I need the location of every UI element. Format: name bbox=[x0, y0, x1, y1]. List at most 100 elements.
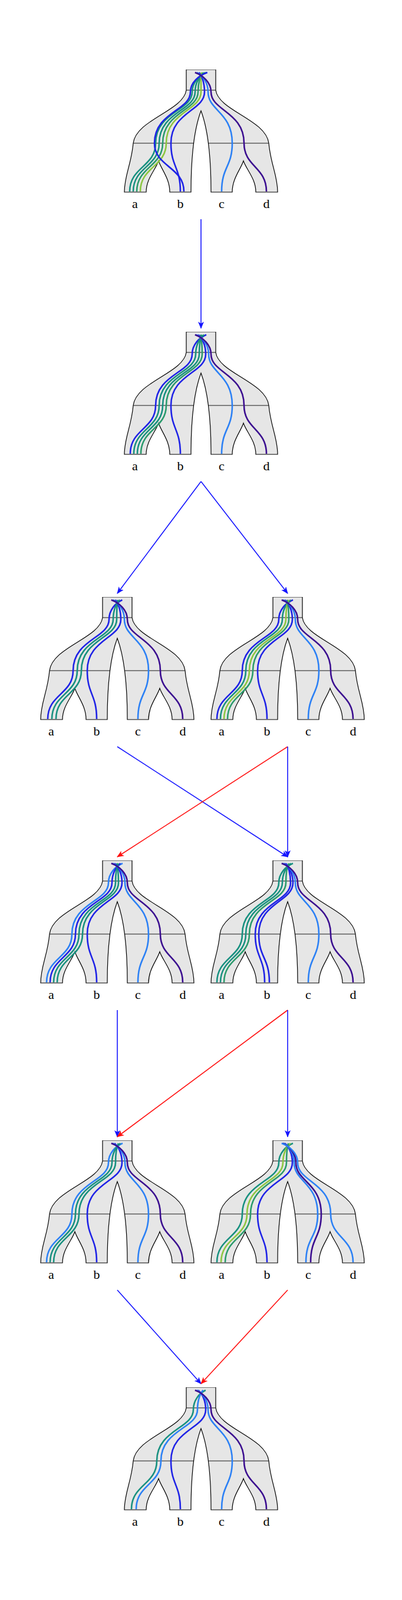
leaf-label: a bbox=[48, 987, 55, 1003]
leaf-label: d bbox=[179, 987, 187, 1003]
tree-body bbox=[40, 860, 194, 984]
leaf-label: c bbox=[134, 987, 141, 1003]
leaf-label: d bbox=[263, 196, 270, 212]
species-tree: abcd bbox=[37, 860, 197, 1008]
leaf-label: a bbox=[218, 1267, 225, 1283]
tree-body bbox=[211, 1140, 365, 1264]
gene-lineage bbox=[223, 600, 289, 720]
gene-lineage bbox=[50, 1143, 121, 1263]
gene-lineage bbox=[195, 72, 267, 192]
gene-lineage bbox=[131, 1390, 206, 1510]
gene-lineage bbox=[257, 1143, 293, 1263]
gene-lineage bbox=[133, 72, 205, 192]
gene-lineage bbox=[220, 600, 291, 720]
leaf-label: c bbox=[218, 1514, 225, 1530]
gene-lineage bbox=[282, 600, 319, 720]
gene-lineage bbox=[133, 334, 204, 454]
gene-lineage bbox=[281, 600, 354, 720]
gene-lineage bbox=[137, 334, 203, 454]
tree-body bbox=[40, 1140, 194, 1264]
species-tree: a b c d bbox=[37, 1140, 197, 1288]
gene-lineage bbox=[195, 1390, 267, 1510]
divergence-line bbox=[133, 90, 269, 144]
tree-body bbox=[40, 597, 194, 720]
transition-arrow bbox=[287, 1010, 289, 1138]
leaf-label: d bbox=[350, 1267, 357, 1283]
gene-lineage bbox=[111, 863, 183, 983]
gene-lineage bbox=[112, 1143, 149, 1263]
tree-outline bbox=[37, 860, 197, 1008]
gene-lineage bbox=[170, 334, 206, 454]
leaf-label: a bbox=[132, 196, 138, 212]
gene-lineage bbox=[53, 1143, 119, 1263]
divergence-line bbox=[133, 1408, 269, 1462]
species-tree: abcd bbox=[121, 1387, 281, 1535]
gene-lineage bbox=[129, 72, 207, 192]
gene-lineage bbox=[225, 1143, 289, 1263]
gene-lineage bbox=[113, 600, 149, 720]
gene-lineage bbox=[50, 863, 121, 983]
leaf-label: b bbox=[264, 987, 271, 1003]
transition-arrow bbox=[117, 481, 201, 594]
gene-lineage bbox=[258, 863, 293, 983]
leaf-label: b bbox=[177, 196, 184, 212]
gene-lineage bbox=[196, 334, 233, 454]
species-tree: a b c d bbox=[208, 1140, 368, 1288]
gene-lineage bbox=[195, 334, 267, 454]
gene-lineage bbox=[46, 863, 123, 983]
tree-outline bbox=[121, 1387, 281, 1535]
transition-arrow bbox=[117, 746, 288, 858]
species-tree: abcd bbox=[121, 331, 281, 480]
leaf-label: d bbox=[179, 1267, 187, 1283]
leaf-label: b bbox=[93, 1267, 101, 1283]
divergence-line bbox=[219, 1161, 356, 1215]
leaf-label: c bbox=[305, 724, 312, 739]
leaf-label: a bbox=[48, 1267, 55, 1283]
leaf-label: a bbox=[218, 987, 225, 1003]
leaf-label: c bbox=[305, 1267, 312, 1283]
leaf-label: b bbox=[264, 1267, 271, 1283]
gene-lineage bbox=[53, 863, 119, 983]
tree-outline bbox=[208, 1140, 368, 1288]
gene-lineage bbox=[170, 1390, 206, 1510]
gene-lineage bbox=[87, 863, 123, 983]
gene-lineage bbox=[87, 600, 121, 720]
species-tree: a b c d bbox=[121, 69, 281, 217]
tree-body bbox=[124, 331, 278, 455]
gene-lineage bbox=[257, 600, 293, 720]
tree-body bbox=[211, 597, 365, 720]
tree-body bbox=[124, 69, 278, 193]
leaf-label: c bbox=[218, 196, 225, 212]
transition-arrow bbox=[117, 1010, 288, 1138]
gene-lineage bbox=[140, 334, 203, 454]
gene-lineage bbox=[216, 600, 293, 720]
gene-lineage bbox=[55, 600, 118, 720]
leaf-label: c bbox=[305, 987, 312, 1003]
leaf-label: d bbox=[263, 1514, 270, 1530]
gene-lineage bbox=[140, 72, 201, 192]
species-tree: abcd bbox=[208, 860, 368, 1008]
gene-lineage bbox=[196, 1390, 233, 1510]
transition-arrow bbox=[201, 1290, 288, 1385]
transition-arrow bbox=[117, 1290, 201, 1385]
transition-arrow bbox=[117, 746, 288, 858]
transition-arrow bbox=[200, 219, 202, 329]
gene-lineage bbox=[112, 863, 149, 983]
transition-arrow bbox=[201, 481, 288, 594]
tree-outline bbox=[208, 860, 368, 1008]
divergence-line bbox=[49, 617, 186, 671]
gene-lineage bbox=[281, 863, 354, 983]
leaf-label: c bbox=[134, 1267, 141, 1283]
gene-lineage bbox=[216, 1143, 293, 1263]
gene-lineage bbox=[220, 863, 291, 983]
tree-outline bbox=[208, 597, 368, 745]
leaf-label: c bbox=[134, 724, 141, 739]
gene-lineage bbox=[111, 1143, 183, 1263]
tree-outline bbox=[121, 69, 281, 217]
leaf-label: a bbox=[218, 724, 225, 739]
gene-lineage bbox=[136, 1390, 204, 1510]
leaf-label: c bbox=[218, 459, 225, 474]
tree-outline bbox=[37, 1140, 197, 1288]
species-tree: abcd bbox=[208, 597, 368, 745]
